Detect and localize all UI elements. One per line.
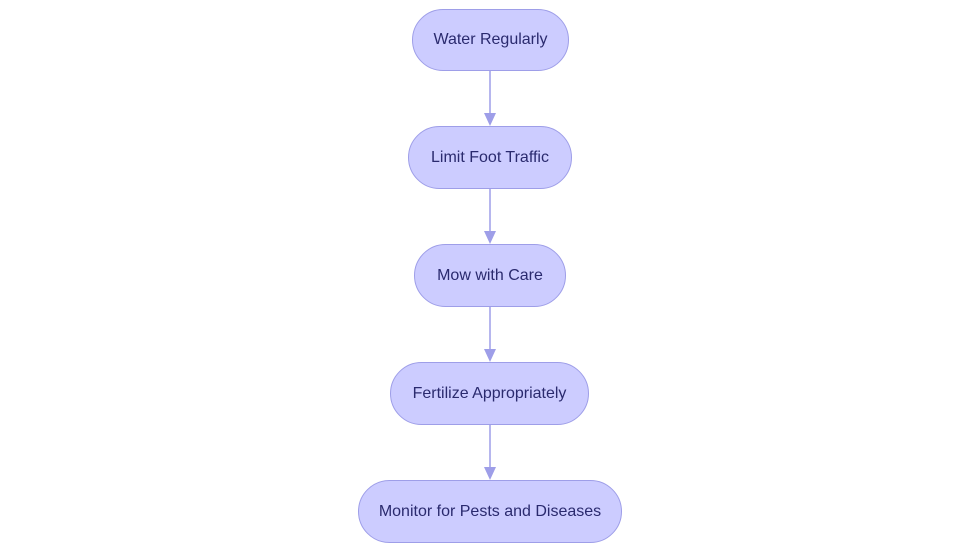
step-label: Monitor for Pests and Diseases	[378, 502, 602, 520]
edge-limit-to-mow	[484, 189, 496, 244]
edge-water-to-limit	[484, 71, 496, 126]
edge-fertilize-to-monitor	[484, 425, 496, 480]
step-limit-foot-traffic: Limit Foot Traffic	[408, 126, 572, 189]
step-label: Mow with Care	[437, 266, 543, 284]
step-monitor-pests-diseases: Monitor for Pests and Diseases	[358, 480, 622, 543]
step-label: Fertilize Appropriately	[412, 384, 567, 402]
step-fertilize-appropriately: Fertilize Appropriately	[390, 362, 589, 425]
step-label: Limit Foot Traffic	[431, 148, 549, 166]
step-mow-with-care: Mow with Care	[414, 244, 566, 307]
step-label: Water Regularly	[433, 31, 548, 48]
step-water-regularly: Water Regularly	[412, 9, 569, 71]
edge-mow-to-fertilize	[484, 307, 496, 362]
